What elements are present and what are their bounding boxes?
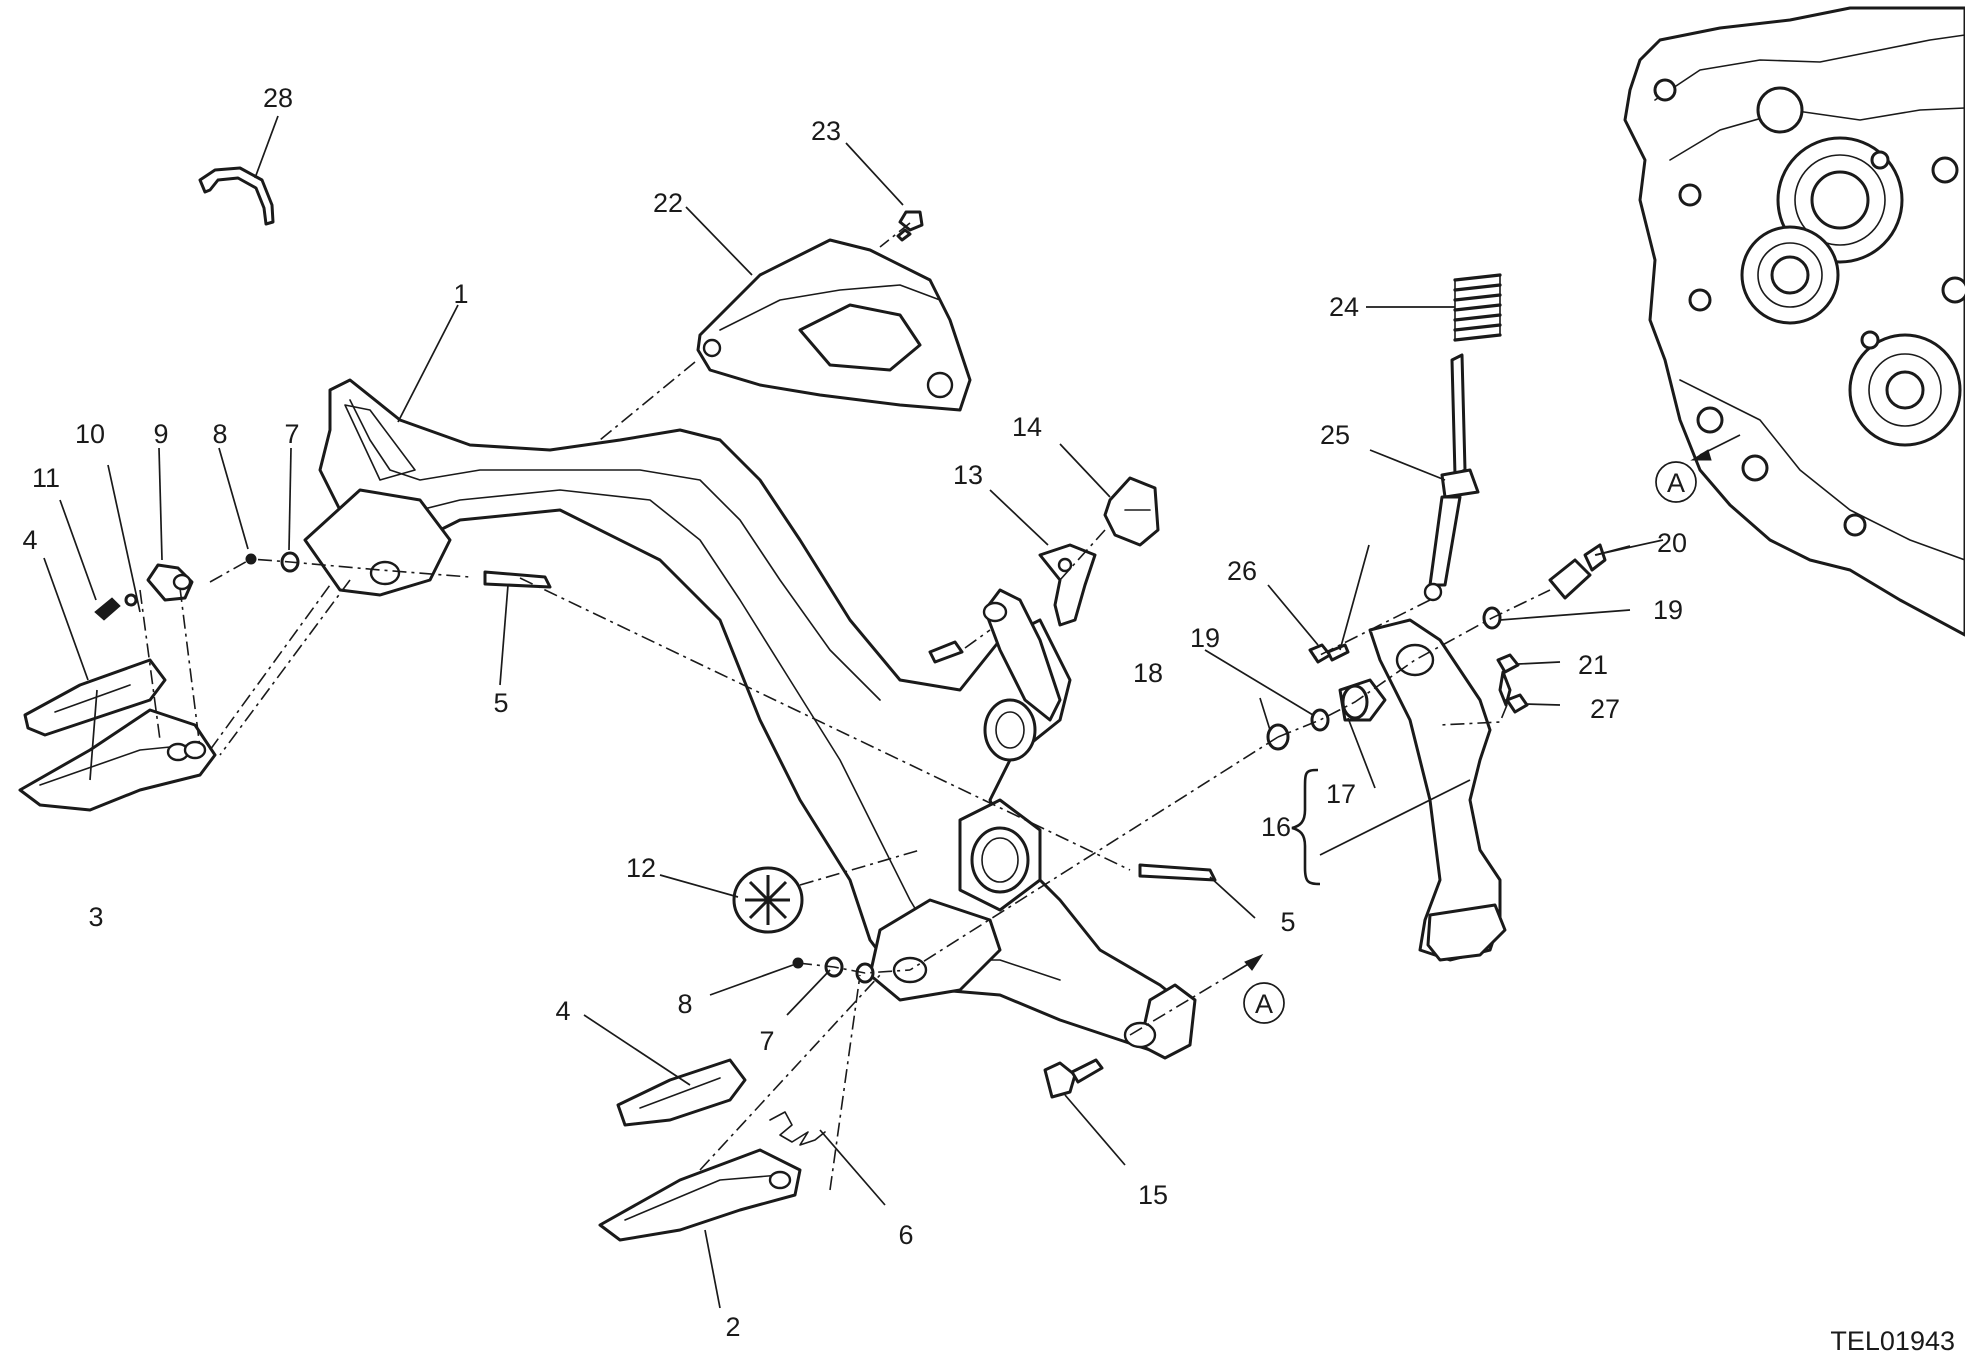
ball-10 [124,593,138,607]
callout-12: 12 [626,853,656,883]
screw-23 [896,210,924,242]
assembly-lines [139,222,1551,1191]
spring-11 [94,597,121,621]
pins-5 [483,570,1217,882]
switch-plate-13 [1038,543,1097,627]
drawing-code: TEL01943 [1830,1326,1955,1356]
callout-22: 22 [653,188,683,218]
callout-25: 25 [1320,420,1350,450]
callout-26: 26 [1227,556,1257,586]
callout-21: 21 [1578,650,1608,680]
callout-20: 20 [1657,528,1687,558]
view-arrows [1229,434,1741,976]
callout-10: 10 [75,419,105,449]
callout-5-right: 5 [1280,907,1295,937]
engine-crankcase-drawing [1623,6,1965,637]
callout-23: 23 [811,116,841,146]
callout-2: 2 [725,1312,740,1342]
callout-11: 11 [32,463,60,493]
bushing-9 [146,563,194,602]
bolt-15 [1043,1058,1104,1099]
callout-19-left: 19 [1190,623,1220,653]
upper-footpeg [18,658,217,812]
pivot-bolt-20 [1548,543,1607,600]
heel-guard [696,238,972,412]
spring-24 [1453,273,1502,342]
screw-26 [1308,643,1350,664]
rod-25 [1423,353,1480,602]
view-marker-right: A [1655,461,1697,503]
callout-7-bottom: 7 [759,1026,774,1056]
footrest-bracket [303,378,1197,1060]
sidestand-switch-14 [928,476,1160,664]
leader-lines [43,115,1664,1309]
view-marker-label: A [1255,989,1273,1019]
lower-footpeg [598,1058,802,1242]
cap-12 [732,866,804,934]
callout-15: 15 [1138,1180,1168,1210]
callout-5-left: 5 [493,688,508,718]
cable-tie [198,166,275,226]
callout-1: 1 [453,279,468,309]
callout-19-right: 19 [1653,595,1683,625]
callout-28: 28 [263,83,293,113]
callout-27: 27 [1590,694,1620,724]
callout-numbers: 28 23 22 1 10 9 8 7 11 4 5 3 14 13 12 8 … [22,83,1687,1342]
sidestand [1368,618,1507,962]
callout-9: 9 [153,419,168,449]
callout-18: 18 [1133,658,1163,688]
callout-4-top: 4 [22,525,37,555]
callout-24: 24 [1329,292,1359,322]
callout-16: 16 [1261,812,1291,842]
view-marker-center: A [1243,982,1285,1024]
callout-4-bottom: 4 [555,996,570,1026]
return-spring-6 [769,1111,826,1146]
callout-8-top: 8 [212,419,227,449]
callout-14: 14 [1012,412,1042,442]
callout-7-top: 7 [284,419,299,449]
callout-6: 6 [898,1220,913,1250]
callout-13: 13 [953,460,983,490]
callout-8-bottom: 8 [677,989,692,1019]
callout-3: 3 [88,902,103,932]
view-marker-label: A [1667,468,1685,498]
callout-17: 17 [1326,779,1356,809]
screw-21-nut-27 [1496,653,1529,714]
